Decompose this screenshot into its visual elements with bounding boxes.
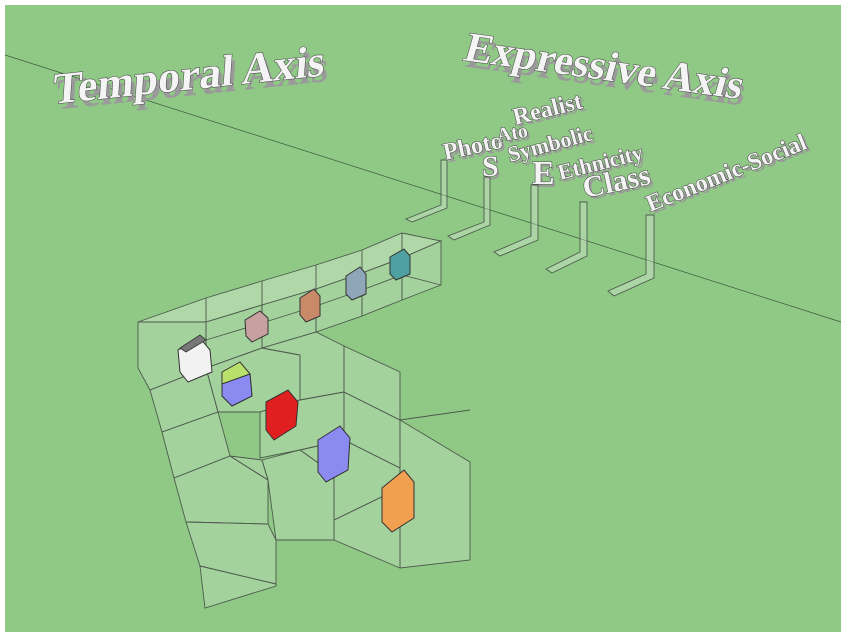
scene-canvas: Temporal Axis Temporal Axis Expressive A… xyxy=(0,0,847,637)
